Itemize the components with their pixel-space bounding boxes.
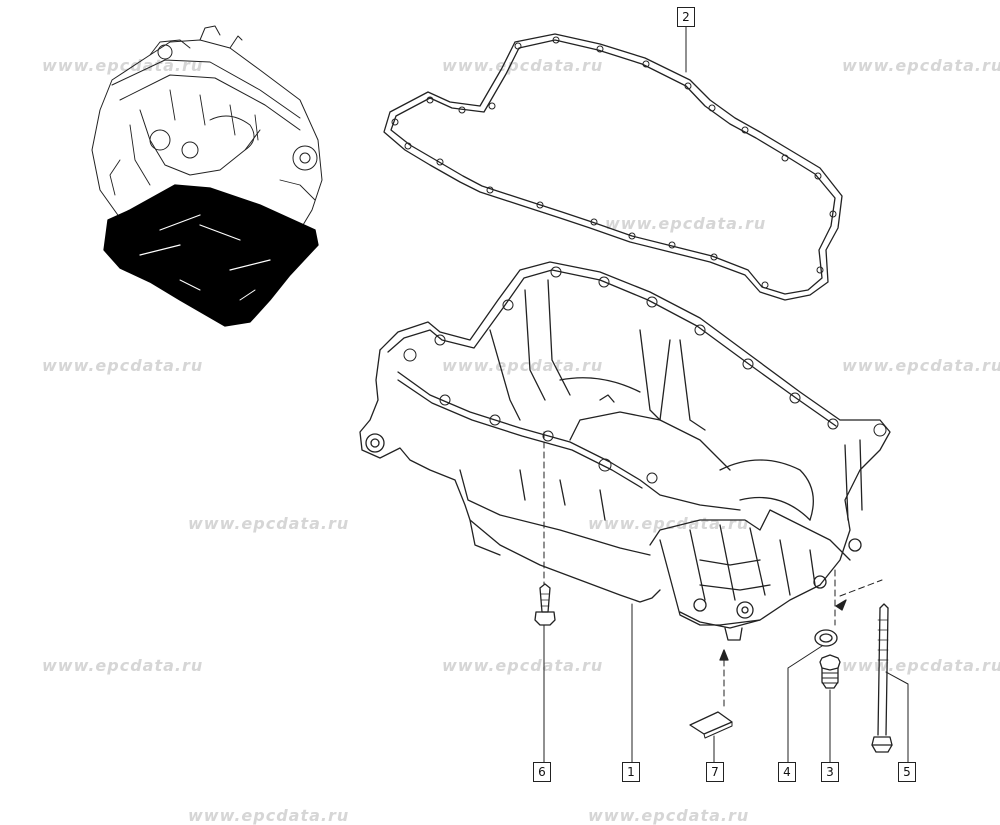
watermark: www.epcdata.ru [188,514,350,533]
drain-plug-washer [814,629,838,647]
watermark: www.epcdata.ru [842,356,1000,375]
callout-6-short-bolt[interactable]: 6 [533,762,551,782]
short-bolt [534,583,556,626]
callout-1-oil-pan[interactable]: 1 [622,762,640,782]
oil-pan-highlight [103,184,319,327]
watermark: www.epcdata.ru [842,656,1000,675]
assembly-centerlines [543,431,883,711]
oil-pan-gasket [383,33,843,301]
leader-lines [543,25,909,763]
watermark: www.epcdata.ru [442,656,604,675]
drain-plug [819,654,841,689]
engine-thumbnail [91,25,323,327]
watermark: www.epcdata.ru [42,356,204,375]
long-bolt [871,603,893,753]
callout-3-drain-plug[interactable]: 3 [821,762,839,782]
watermark: www.epcdata.ru [605,214,767,233]
watermark: www.epcdata.ru [842,56,1000,75]
sealant-pad [689,711,733,739]
callout-5-long-bolt[interactable]: 5 [898,762,916,782]
watermark: www.epcdata.ru [42,656,204,675]
oil-pan [359,261,891,641]
callout-2-gasket[interactable]: 2 [677,7,695,27]
callout-7-sealant-pad[interactable]: 7 [706,762,724,782]
callout-4-plug-washer[interactable]: 4 [778,762,796,782]
watermark: www.epcdata.ru [442,56,604,75]
watermark: www.epcdata.ru [588,514,750,533]
watermark: www.epcdata.ru [442,356,604,375]
watermark: www.epcdata.ru [42,56,204,75]
